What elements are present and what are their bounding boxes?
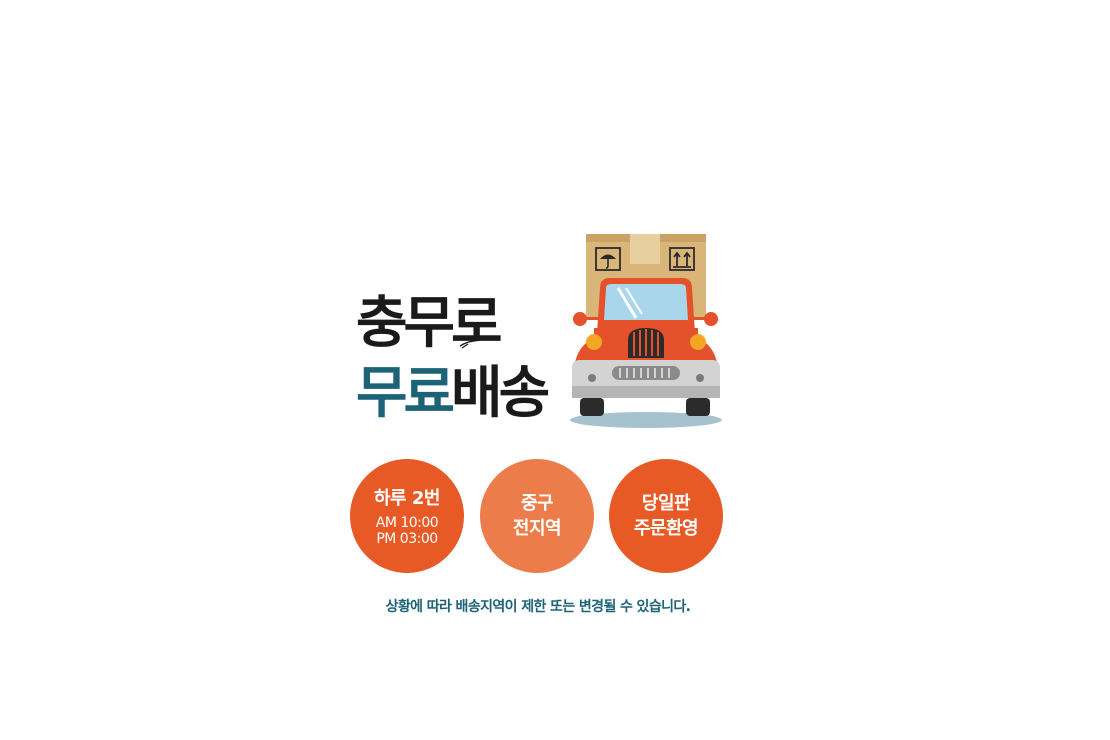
this-side-up-icon bbox=[669, 247, 695, 271]
headline-line1: 충무로 bbox=[356, 291, 503, 356]
right-mirror bbox=[704, 312, 718, 326]
umbrella-icon bbox=[595, 247, 621, 271]
headline-delivery: 배송 bbox=[451, 361, 550, 426]
left-headlight bbox=[586, 334, 602, 350]
headline-free: 무료 bbox=[356, 361, 455, 426]
badge-morning-time: AM 10:00 bbox=[375, 514, 439, 531]
headline-line2: 무료배송 bbox=[356, 366, 550, 422]
badge-twice-daily-title: 하루 2번 bbox=[374, 487, 440, 509]
badge-twice-daily: 하루 2번 AM 10:00 PM 03:00 bbox=[350, 459, 464, 573]
badge-afternoon-time: PM 03:00 bbox=[376, 530, 438, 547]
badge-same-day-line2: 주문환영 bbox=[633, 518, 699, 539]
left-mirror bbox=[573, 312, 587, 326]
left-wheel bbox=[580, 398, 604, 416]
delivery-notice: 상황에 따라 배송지역이 제한 또는 변경될 수 있습니다. bbox=[385, 599, 691, 615]
badge-junggu-area: 중구 전지역 bbox=[480, 459, 594, 573]
box-tape bbox=[630, 234, 660, 264]
badge-junggu-line1: 중구 bbox=[520, 493, 554, 514]
truck-shadow bbox=[570, 412, 722, 428]
badge-junggu-line2: 전지역 bbox=[512, 518, 562, 539]
badge-same-day-line1: 당일판 bbox=[641, 493, 691, 514]
badge-same-day-order: 당일판 주문환영 bbox=[609, 459, 723, 573]
delivery-truck-icon bbox=[570, 234, 722, 428]
windshield bbox=[604, 284, 688, 320]
right-wheel bbox=[686, 398, 710, 416]
pen-stroke-icon bbox=[459, 339, 481, 349]
right-headlight bbox=[690, 334, 706, 350]
